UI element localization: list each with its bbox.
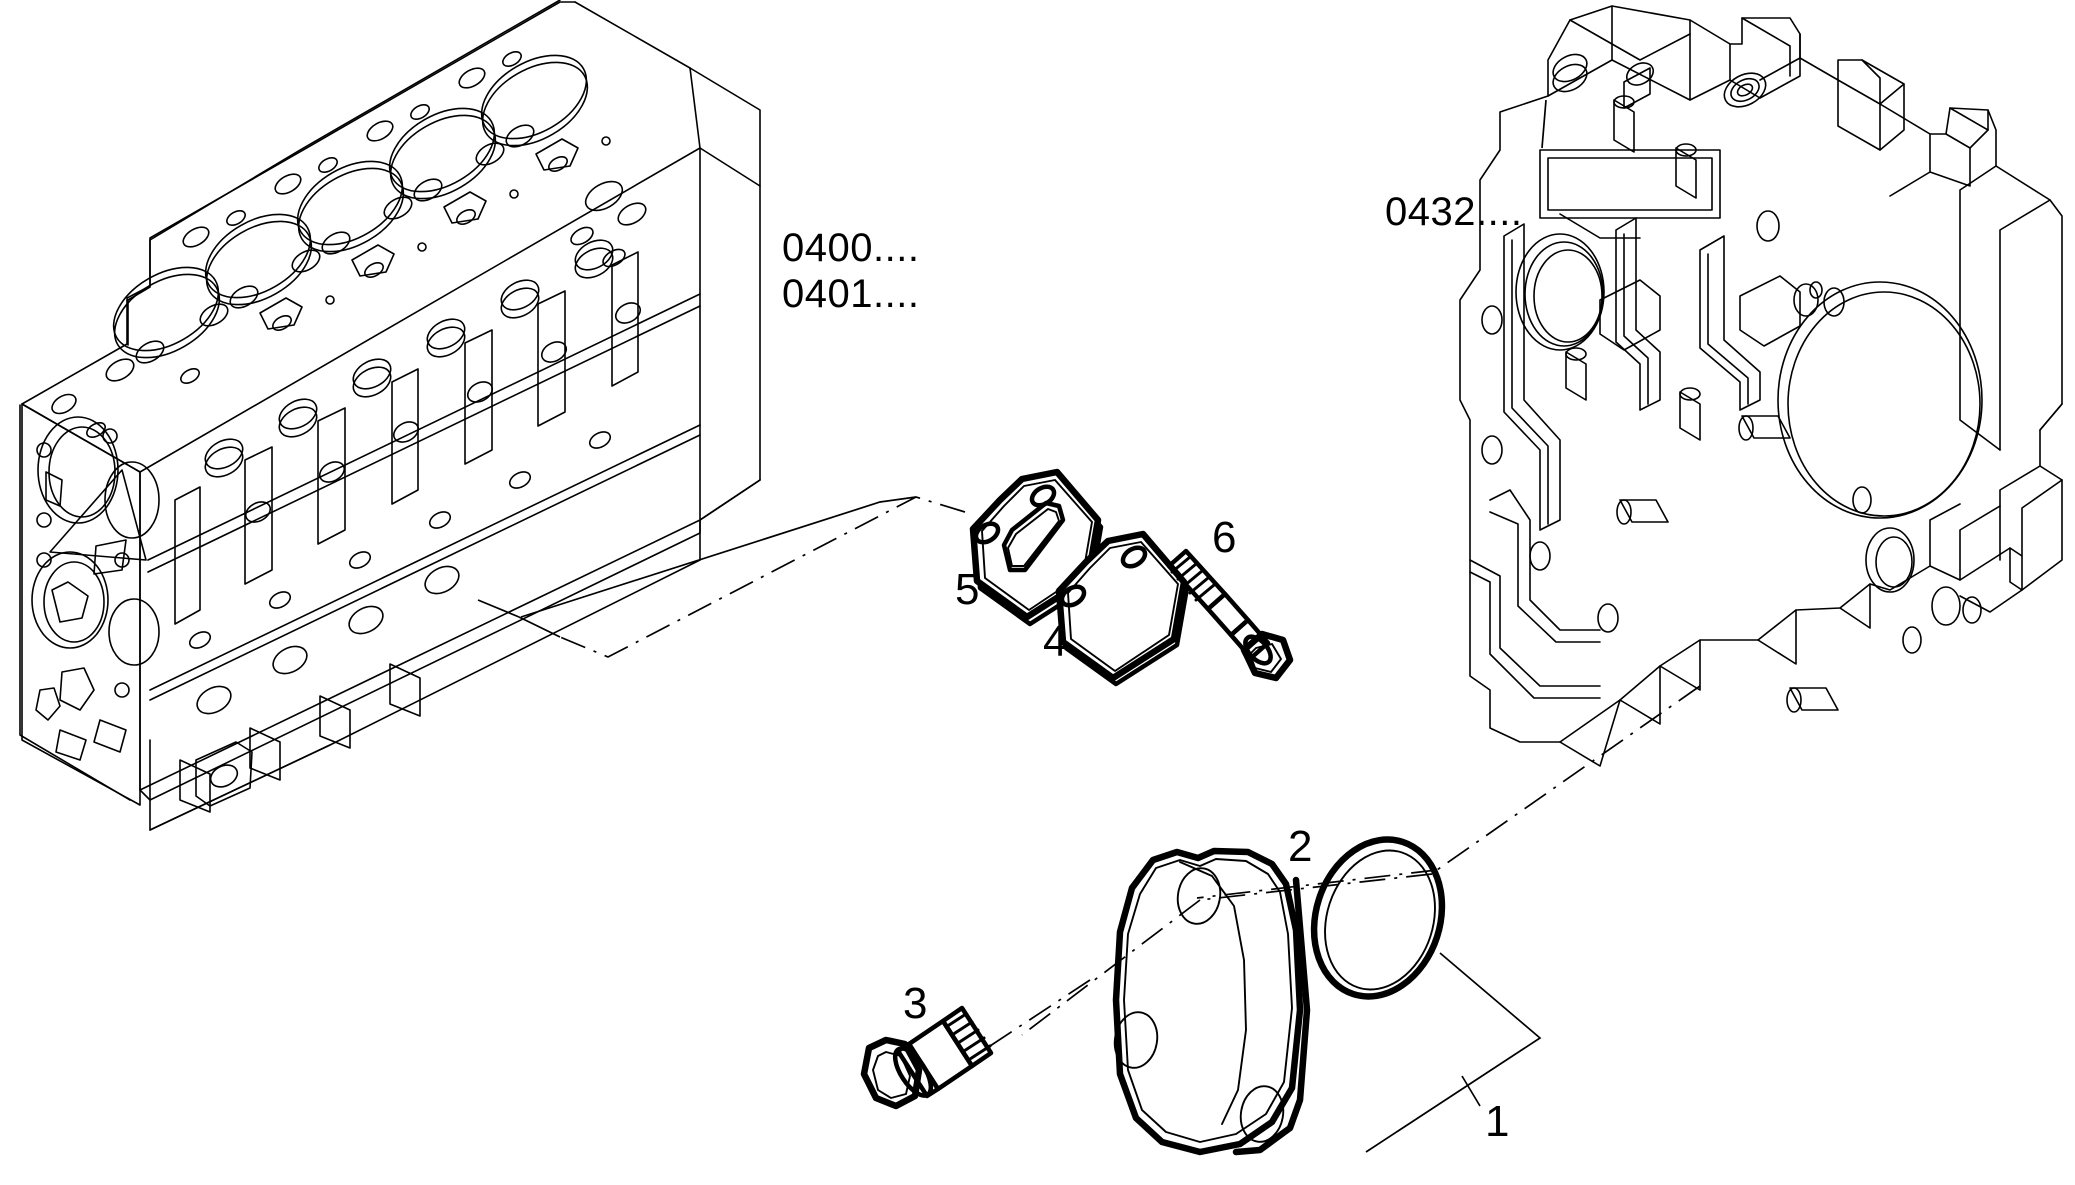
o-ring-seal: [1310, 836, 1446, 1000]
assembly-leader-lines: [477, 496, 1701, 1153]
cylinder-block: [19, 0, 761, 831]
item-label-3: 3: [903, 979, 928, 1028]
cover-plate-round: [1112, 847, 1311, 1156]
item-label-4: 4: [1043, 617, 1068, 666]
hex-flange-bolt-upper: [1166, 548, 1294, 682]
item-label-6: 6: [1212, 513, 1237, 562]
reference-label-0432: 0432....: [1385, 190, 1523, 234]
hex-flange-bolt-lower: [860, 1005, 994, 1110]
item-label-1: 1: [1485, 1097, 1510, 1146]
reference-leader-lines: [1541, 99, 1547, 149]
reference-label-0401: 0401....: [782, 272, 920, 316]
item-label-5: 5: [955, 565, 980, 614]
flywheel-housing: [1459, 5, 2063, 767]
cover-plate-small: [1055, 530, 1190, 687]
item-label-2: 2: [1288, 822, 1313, 871]
reference-label-0400: 0400....: [782, 226, 920, 270]
